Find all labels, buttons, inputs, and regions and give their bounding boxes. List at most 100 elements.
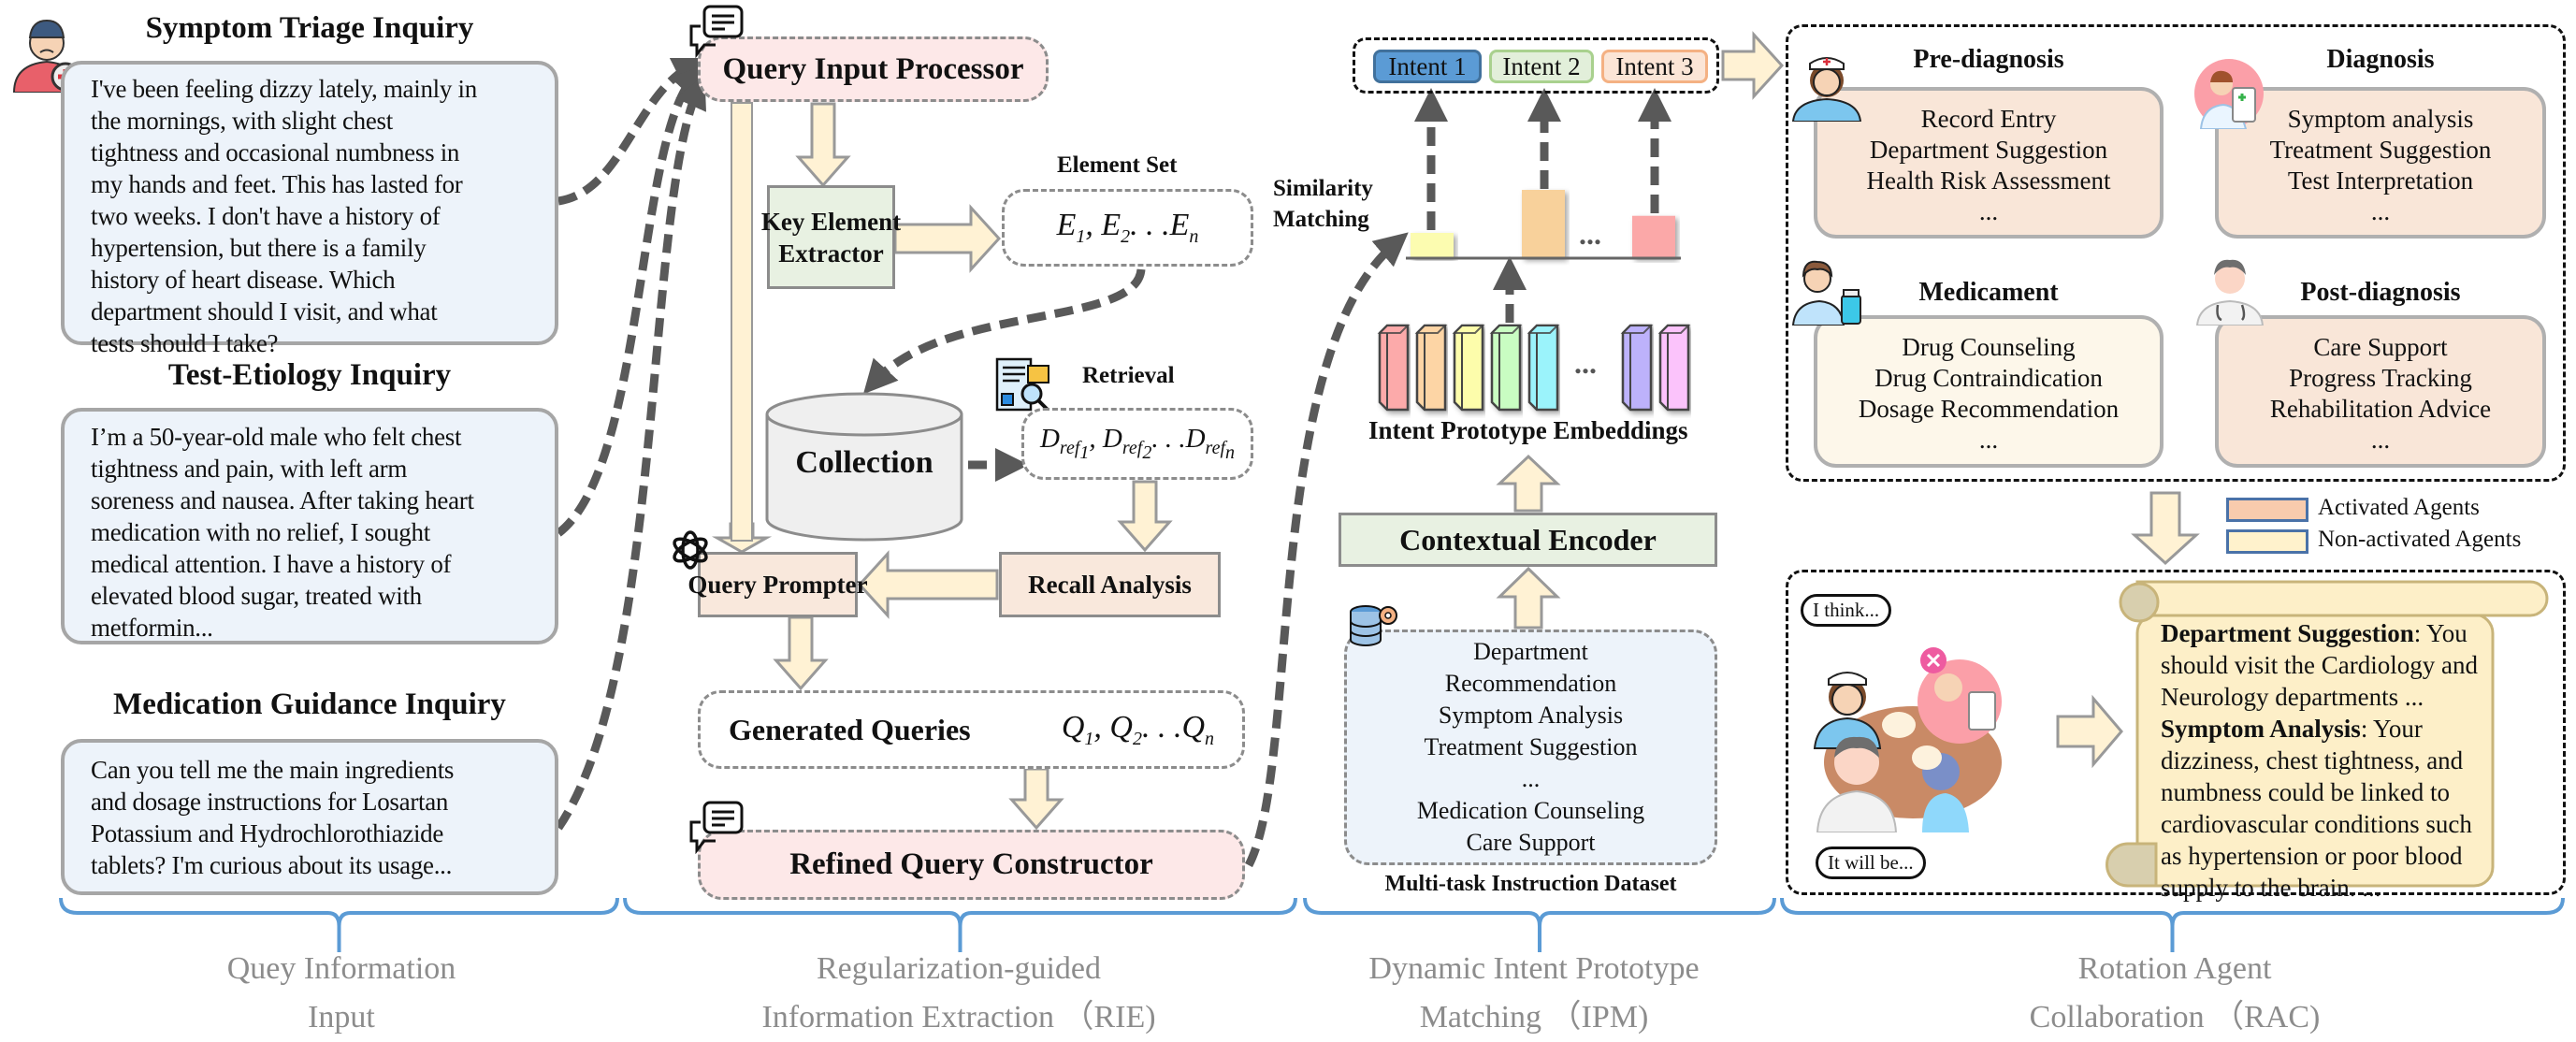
retrieval-label: Retrieval	[1082, 363, 1175, 388]
text-line: department should I visit, and what	[91, 297, 438, 326]
dataset-item: Recommendation	[1444, 670, 1617, 697]
output-line: dizziness, chest tightness, and	[2161, 746, 2464, 774]
recall-analysis: Recall Analysis	[999, 552, 1221, 617]
agent-task: Rehabilitation Advice	[2269, 395, 2492, 423]
intent-prototype-embeddings-label: Intent Prototype Embeddings	[1368, 416, 1688, 444]
doctor-with-chart-avatar-icon	[2193, 58, 2265, 130]
inquiry-text-test-etiology: I’m a 50-year-old male who felt chest ti…	[91, 421, 474, 644]
agent-task: Drug Contraindication	[1874, 364, 2103, 392]
dataset-item: Treatment Suggestion	[1424, 733, 1638, 760]
section-label-line: Dynamic Intent Prototype	[1368, 951, 1700, 986]
key-element-extractor-label: Key Element	[760, 207, 902, 236]
arrow-processor-to-extractor	[795, 102, 851, 188]
text-line: tablets? I'm curious about its usage...	[91, 851, 453, 879]
agent-pre-diagnosis: Record Entry Department Suggestion Healt…	[1814, 87, 2164, 239]
agent-task: ...	[1978, 426, 1999, 454]
intent-prototype-embedding	[1452, 324, 1485, 412]
contextual-encoder: Contextual Encoder	[1339, 513, 1717, 567]
agent-post-diagnosis: Care Support Progress Tracking Rehabilit…	[2215, 315, 2546, 468]
similarity-bar-3	[1632, 215, 1675, 258]
text-line: the mornings, with slight chest	[91, 107, 393, 135]
agent-pool	[1786, 24, 2566, 482]
agent-task: Test Interpretation	[2287, 166, 2474, 195]
agent-task: Treatment Suggestion	[2269, 136, 2492, 164]
nurse-avatar-icon	[1789, 47, 1864, 123]
inquiry-box-test-etiology	[61, 408, 558, 644]
generated-queries-formula: Q1, Q2. . .Qn	[1061, 709, 1214, 749]
text-line: I've been feeling dizzy lately, mainly i…	[91, 75, 477, 103]
agent-output-text: Department Suggestion: You should visit …	[2161, 617, 2478, 904]
chat-bubble-icon	[687, 4, 745, 59]
dataset-label: Multi-task Instruction Dataset	[1384, 872, 1677, 896]
inquiry-title-test-etiology: Test-Etiology Inquiry	[167, 358, 452, 392]
section-label-line: Information Extraction （RIE)	[761, 1000, 1156, 1035]
contextual-encoder-label: Contextual Encoder	[1399, 523, 1657, 557]
dataset-items: Department Recommendation Symptom Analys…	[1344, 636, 1717, 859]
intent-prototype-embedding	[1489, 324, 1523, 412]
refined-query-constructor: Refined Query Constructor	[698, 830, 1245, 900]
similarity-bar-1	[1411, 232, 1454, 258]
section-label-line: Collaboration （RAC)	[2029, 1000, 2321, 1035]
text-line: tests should I take?	[91, 329, 279, 357]
arrow-recall-to-prompter	[857, 550, 999, 619]
agent-task: ...	[2370, 197, 2391, 225]
agent-task: Symptom analysis	[2287, 105, 2474, 133]
text-line: tightness and pain, with left arm	[91, 455, 408, 483]
section-label-input: Quey Information Input	[61, 945, 622, 1042]
agent-medicament: Drug Counseling Drug Contraindication Do…	[1814, 315, 2164, 468]
arrow-agents-to-collaboration	[2131, 491, 2200, 566]
intent-prototype-embedding	[1414, 324, 1448, 412]
retrieved-documents-formula: Dref1, Dref2. . .Drefn	[1039, 424, 1236, 463]
inquiry-title-medication-guidance: Medication Guidance Inquiry	[113, 687, 506, 721]
intent-prototype-embedding	[1527, 324, 1560, 412]
similarity-ellipsis: ...	[1579, 217, 1601, 251]
brace-rie	[623, 897, 1297, 952]
pharmacist-avatar-icon	[1789, 251, 1864, 326]
inquiry-title-symptom-triage: Symptom Triage Inquiry	[145, 11, 474, 45]
generated-queries-box: Generated Queries Q1, Q2. . .Qn	[698, 690, 1245, 769]
query-input-processor-label: Query Input Processor	[722, 51, 1024, 86]
brace-ipm	[1303, 897, 1776, 952]
arrow-dataset-to-encoder	[1496, 566, 1561, 630]
agent-task: Drug Counseling	[1902, 333, 2076, 361]
speech-bubble-i-think: I think...	[1801, 594, 1892, 627]
retrieved-documents-box: Dref1, Dref2. . .Drefn	[1021, 408, 1253, 480]
arrow-encoder-to-embeddings	[1496, 454, 1561, 513]
brace-input	[59, 897, 619, 952]
intent-2-badge: Intent 2	[1489, 50, 1594, 83]
dataset-item: ...	[1521, 765, 1541, 792]
dataset-item: Care Support	[1466, 829, 1596, 856]
recall-analysis-label: Recall Analysis	[1028, 570, 1192, 599]
section-label-ipm: Dynamic Intent Prototype Matching （IPM)	[1253, 945, 1815, 1042]
arrow-intents-to-agents	[1721, 31, 1785, 100]
speech-bubble-it-will-be: It will be...	[1816, 847, 1926, 879]
intent-group	[1353, 37, 1719, 94]
text-line: medication with no relief, I sought	[91, 518, 430, 546]
query-prompter: Query Prompter	[687, 552, 868, 617]
agent-title-post-diagnosis: Post-diagnosis	[2300, 278, 2461, 307]
openai-logo-icon	[669, 528, 712, 572]
element-set-label: Element Set	[1057, 152, 1178, 178]
generated-queries-label: Generated Queries	[729, 712, 971, 746]
output-scroll	[2100, 572, 2549, 892]
agent-title-pre-diagnosis: Pre-diagnosis	[1913, 45, 2064, 74]
query-prompter-label: Query Prompter	[687, 570, 868, 599]
output-line: numbness could be linked to	[2161, 778, 2450, 806]
context-pass-through-bar	[731, 102, 753, 542]
similarity-bar-2	[1522, 190, 1565, 258]
query-input-processor: Query Input Processor	[698, 36, 1049, 102]
text-line: metformin...	[91, 614, 213, 642]
dataset-item: Medication Counseling	[1416, 797, 1645, 824]
dashed-arrow-refined-to-similarity	[1245, 232, 1409, 868]
arrow-collaboration-to-output	[2056, 694, 2123, 769]
similarity-matching-line: Similarity	[1273, 176, 1373, 201]
collaboration-panel	[1786, 570, 2566, 895]
agent-task: Record Entry	[1920, 105, 2057, 133]
embedding-ellipsis: ...	[1574, 346, 1597, 380]
text-line: my hands and feet. This has lasted for	[91, 170, 463, 198]
intent-prototype-embedding	[1620, 324, 1654, 412]
output-line: Neurology departments ...	[2161, 683, 2424, 711]
text-line: soreness and nausea. After taking heart	[91, 486, 474, 514]
output-line: should visit the Cardiology and	[2161, 651, 2478, 679]
